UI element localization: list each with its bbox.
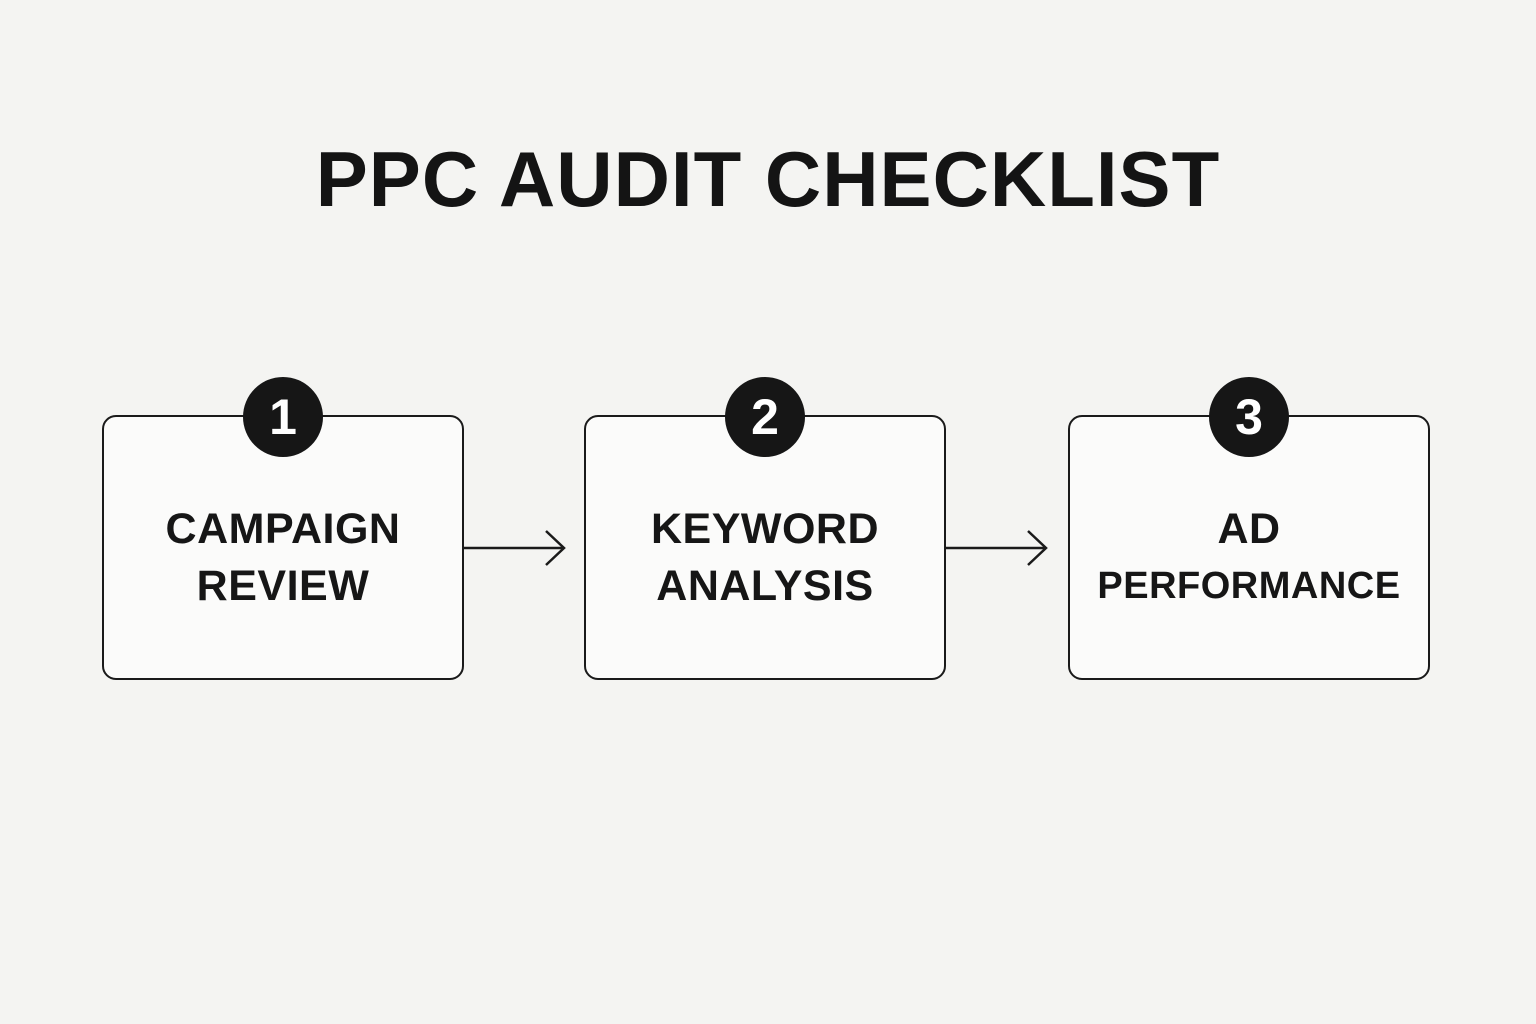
step-label-line: CAMPAIGN — [165, 505, 401, 553]
step-label: CAMPAIGN REVIEW — [104, 501, 462, 615]
step-label: KEYWORD ANALYSIS — [586, 501, 944, 615]
arrow-right-icon — [946, 530, 1048, 566]
step-label-line: AD — [1217, 505, 1281, 553]
step-number-badge: 2 — [725, 377, 805, 457]
step-number-badge: 3 — [1209, 377, 1289, 457]
step-label-line: ANALYSIS — [656, 562, 874, 610]
step-number-badge: 1 — [243, 377, 323, 457]
step-box-keyword-analysis: 2 KEYWORD ANALYSIS — [584, 377, 946, 680]
step-box-ad-performance: 3 AD PERFORMANCE — [1068, 377, 1430, 680]
arrow-right-icon — [464, 530, 566, 566]
step-box-campaign-review: 1 CAMPAIGN REVIEW — [102, 377, 464, 680]
step-label: AD PERFORMANCE — [1070, 501, 1428, 615]
diagram-title: PPC AUDIT CHECKLIST — [315, 135, 1221, 223]
step-label-line: REVIEW — [196, 562, 370, 610]
step-label-line: KEYWORD — [650, 505, 880, 553]
step-label-line: PERFORMANCE — [1097, 565, 1401, 607]
